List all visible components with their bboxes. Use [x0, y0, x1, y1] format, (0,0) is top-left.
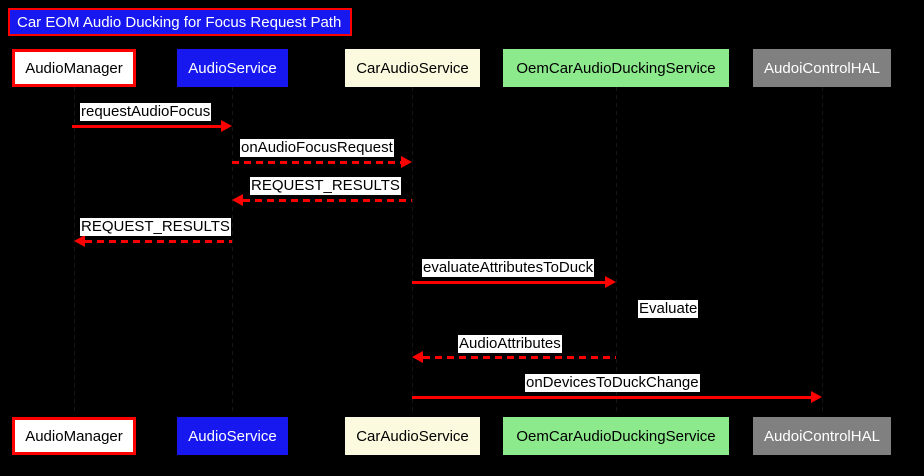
participant-label: AudioManager	[25, 427, 123, 445]
arrowhead-left-icon	[412, 351, 423, 363]
message-line-5	[412, 281, 605, 284]
participant-label: CarAudioService	[356, 59, 469, 77]
participant-label: AudoiControlHAL	[764, 59, 880, 77]
participant-label: AudioService	[188, 427, 277, 445]
participant-top-caraudioservice[interactable]: CarAudioService	[345, 49, 480, 87]
participant-label: AudioService	[188, 59, 277, 77]
lifeline-caraudioservice	[412, 87, 413, 415]
message-label-2: onAudioFocusRequest	[240, 139, 394, 157]
message-line-3	[243, 199, 412, 202]
message-label-6: AudioAttributes	[458, 335, 562, 353]
participant-bottom-audioservice[interactable]: AudioService	[177, 417, 288, 455]
lifeline-audoicontrolhal	[822, 87, 823, 415]
participant-bottom-audoicontrolhal[interactable]: AudoiControlHAL	[753, 417, 891, 455]
participant-label: OemCarAudioDuckingService	[516, 59, 716, 77]
arrowhead-right-icon	[221, 120, 232, 132]
message-line-4	[85, 240, 232, 243]
participant-top-audoicontrolhal[interactable]: AudoiControlHAL	[753, 49, 891, 87]
message-label-5: evaluateAttributesToDuck	[422, 259, 595, 277]
arrowhead-right-icon	[605, 276, 616, 288]
note-evaluate: Evaluate	[638, 300, 699, 318]
participant-bottom-caraudioservice[interactable]: CarAudioService	[345, 417, 480, 455]
message-label-4: REQUEST_RESULTS	[80, 218, 231, 236]
participant-label: AudioManager	[25, 59, 123, 77]
message-line-7	[412, 396, 811, 399]
message-label-1: requestAudioFocus	[80, 103, 212, 121]
message-label-3: REQUEST_RESULTS	[250, 177, 401, 195]
message-line-6	[423, 356, 616, 359]
arrowhead-left-icon	[74, 235, 85, 247]
participant-top-audioservice[interactable]: AudioService	[177, 49, 288, 87]
arrowhead-left-icon	[232, 194, 243, 206]
participant-top-oemcaraudioduckingservice[interactable]: OemCarAudioDuckingService	[503, 49, 729, 87]
lifeline-oemcaraudioduckingservice	[616, 87, 617, 415]
participant-label: CarAudioService	[356, 427, 469, 445]
participant-top-audiomanager[interactable]: AudioManager	[12, 49, 136, 87]
participant-label: AudoiControlHAL	[764, 427, 880, 445]
arrowhead-right-icon	[401, 156, 412, 168]
diagram-title-box: Car EOM Audio Ducking for Focus Request …	[8, 8, 352, 36]
message-line-1	[72, 125, 221, 128]
participant-bottom-oemcaraudioduckingservice[interactable]: OemCarAudioDuckingService	[503, 417, 729, 455]
participant-label: OemCarAudioDuckingService	[516, 427, 716, 445]
lifeline-audioservice	[232, 87, 233, 415]
arrowhead-right-icon	[811, 391, 822, 403]
lifeline-audiomanager	[74, 87, 75, 415]
message-label-7: onDevicesToDuckChange	[525, 374, 700, 392]
message-line-2	[232, 161, 401, 164]
participant-bottom-audiomanager[interactable]: AudioManager	[12, 417, 136, 455]
diagram-title-text: Car EOM Audio Ducking for Focus Request …	[17, 13, 342, 31]
